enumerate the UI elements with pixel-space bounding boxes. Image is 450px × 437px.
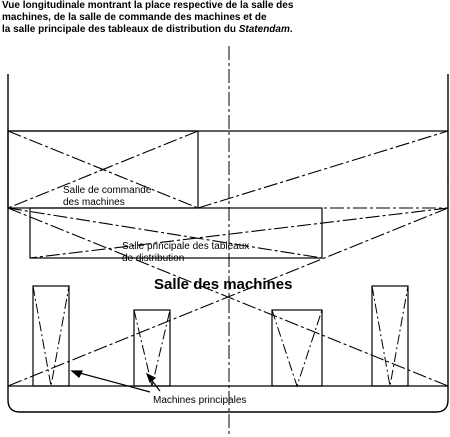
switchboard-room-outline <box>29 207 323 259</box>
control-room-label-line-2: des machines <box>63 197 125 208</box>
control-room-diagonals <box>7 130 199 209</box>
control-room-label-line-1: Salle de commande <box>63 185 152 196</box>
caption-line-2: machines, de la salle de commande des ma… <box>2 12 267 23</box>
caption-line-3-end: . <box>289 24 293 35</box>
engine-pointer-arrows <box>70 370 161 393</box>
main-engine-4 <box>371 285 409 387</box>
engine-room-label: Salle des machines <box>154 276 292 293</box>
switchboard-label-line-2: de distribution <box>122 253 184 264</box>
caption-line-3: la salle principale des tableaux de dist… <box>2 24 448 36</box>
switchboard-label-line-1: Salle principale des tableaux <box>122 241 249 252</box>
caption-line-1: Vue longitudinale montrant la place resp… <box>2 0 294 11</box>
hull-outline <box>7 74 449 413</box>
main-engine-2 <box>133 309 171 387</box>
engine-room-diagonals <box>7 207 449 387</box>
main-engines-label: Machines principales <box>153 395 246 406</box>
main-engine-1 <box>32 285 70 387</box>
caption: Vue longitudinale montrant la place resp… <box>2 0 448 36</box>
ship-name: Statendam <box>238 24 290 35</box>
main-engine-3 <box>271 309 323 388</box>
caption-line-3-text: la salle principale des tableaux de dist… <box>2 24 239 35</box>
